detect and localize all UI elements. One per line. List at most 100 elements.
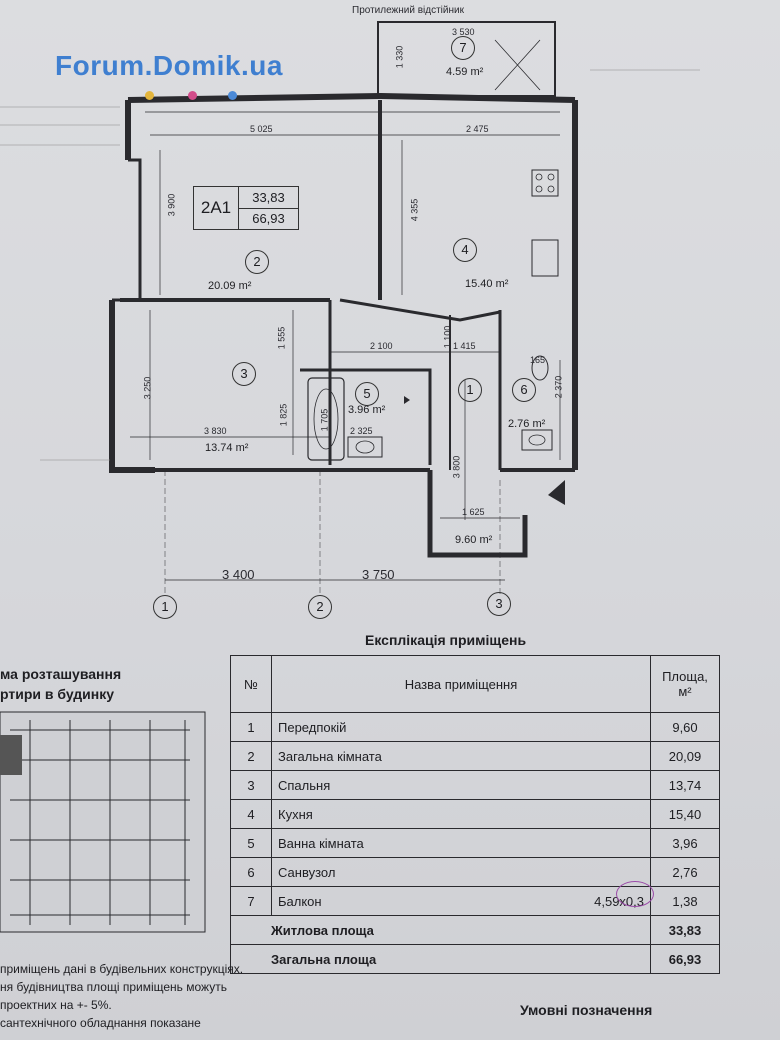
row-num: 7 (230, 886, 272, 916)
row-area: 2,76 (650, 857, 720, 887)
dim-1705: 1 705 (319, 408, 330, 432)
row-num: 5 (230, 828, 272, 858)
dim-3900: 3 900 (166, 193, 177, 217)
explication-table: № Назва приміщення Площа, м² 1 Передпокі… (230, 655, 720, 974)
living-area-row: Житлова площа 33,83 (230, 915, 720, 945)
room-num-6: 6 (512, 378, 536, 402)
axis-3: 3 (487, 592, 511, 616)
stove (531, 169, 559, 197)
row-area: 1,38 (650, 886, 720, 916)
dim-3530: 3 530 (452, 27, 475, 37)
axis-2: 2 (308, 595, 332, 619)
dim-1555: 1 555 (276, 326, 287, 350)
header-num: № (230, 655, 272, 713)
apartment-living-area: 33,83 (239, 187, 298, 209)
apartment-box: 2А1 33,83 66,93 (193, 186, 299, 230)
room-num-5: 5 (355, 382, 379, 406)
room-area-3: 13.74 m² (205, 442, 249, 454)
room-num-1: 1 (458, 378, 482, 402)
table-row: 3 Спальня 13,74 (230, 770, 720, 800)
row-num: 1 (230, 712, 272, 742)
row-name: Ванна кімната (271, 828, 651, 858)
table-row: 5 Ванна кімната 3,96 (230, 828, 720, 858)
handwritten-circle (616, 881, 654, 907)
schema-title-2: ртири в будинку (0, 686, 115, 702)
kitchen-sink (531, 239, 559, 277)
watermark-logo: Forum.Domik.ua (55, 50, 283, 81)
note-line-1: приміщень дані в будівельних конструкція… (0, 962, 244, 976)
room-num-3: 3 (232, 362, 256, 386)
axis-dim-3750: 3 750 (362, 567, 395, 582)
room-area-4: 15.40 m² (465, 278, 509, 290)
dim-4355: 4 355 (409, 198, 420, 222)
row-area: 15,40 (650, 799, 720, 829)
row-num: 4 (230, 799, 272, 829)
row-num: 2 (230, 741, 272, 771)
dim-1415: 1 415 (453, 341, 476, 351)
dim-1330: 1 330 (394, 45, 405, 69)
note-line-3: проектних на +- 5%. (0, 998, 112, 1012)
row-num: 6 (230, 857, 272, 887)
row-num: 3 (230, 770, 272, 800)
explication-title: Експлікація приміщень (365, 632, 527, 648)
dim-2325: 2 325 (350, 426, 373, 436)
dim-2100: 2 100 (370, 341, 393, 351)
apartment-code: 2А1 (194, 187, 239, 229)
wall-bay (112, 158, 142, 302)
table-row: 6 Санвузол 2,76 (230, 857, 720, 887)
living-area-value: 33,83 (650, 915, 720, 945)
wall-corridor (427, 470, 528, 558)
note-line-2: ня будівництва площі приміщень можуть (0, 980, 227, 994)
dim-2370: 2 370 (553, 375, 564, 399)
room-area-1: 9.60 m² (455, 534, 493, 546)
table-row: 4 Кухня 15,40 (230, 799, 720, 829)
wall-bath (300, 368, 432, 465)
row-name: Спальня (271, 770, 651, 800)
axis-1: 1 (153, 595, 177, 619)
dim-2475: 2 475 (466, 124, 489, 134)
table-row: 1 Передпокій 9,60 (230, 712, 720, 742)
row-name: Балкон (278, 893, 322, 909)
dim-1825: 1 825 (278, 403, 289, 427)
balcony-cross (494, 39, 541, 91)
legend-title: Умовні позначення (520, 1002, 653, 1018)
table-row: 2 Загальна кімната 20,09 (230, 741, 720, 771)
header-area: Площа, м² (650, 655, 720, 713)
row-area: 3,96 (650, 828, 720, 858)
room-area-5: 3.96 m² (348, 404, 386, 416)
wall-hall-top (339, 298, 501, 322)
dim-3800: 3 800 (451, 455, 462, 479)
apartment-total-area: 66,93 (252, 211, 285, 227)
living-area-label: Житлова площа (230, 915, 651, 945)
row-area: 13,74 (650, 770, 720, 800)
room-num-2: 2 (245, 250, 269, 274)
dim-1625: 1 625 (462, 507, 485, 517)
room-area-6: 2.76 m² (508, 418, 546, 430)
room-area-7: 4.59 m² (446, 66, 484, 78)
total-area-row: Загальна площа 66,93 (230, 944, 720, 974)
row-name: Кухня (271, 799, 651, 829)
row-name: Передпокій (271, 712, 651, 742)
axis-dim-3400: 3 400 (222, 567, 255, 582)
dim-3830: 3 830 (204, 426, 227, 436)
header-name: Назва приміщення (271, 655, 651, 713)
row-name-balcony: Балкон 4,59х0,3 (271, 886, 651, 916)
dim-165: 165 (530, 355, 546, 365)
total-area-value: 66,93 (650, 944, 720, 974)
row-area: 20,09 (650, 741, 720, 771)
total-area-label: Загальна площа (230, 944, 651, 974)
row-area: 9,60 (650, 712, 720, 742)
top-label: Протилежний відстійник (352, 5, 464, 16)
note-line-4: сантехнічного обладнання показане (0, 1016, 201, 1030)
dim-3250: 3 250 (142, 376, 153, 400)
row-name: Санвузол (271, 857, 651, 887)
bathtub (307, 377, 345, 461)
schema-title-1: ма розташування (0, 666, 122, 682)
dim-1100: 1 100 (442, 325, 453, 349)
room-num-7: 7 (451, 36, 475, 60)
table-header-row: № Назва приміщення Площа, м² (230, 655, 720, 713)
dim-5025: 5 025 (250, 124, 273, 134)
balcony (377, 21, 556, 97)
row-name: Загальна кімната (271, 741, 651, 771)
